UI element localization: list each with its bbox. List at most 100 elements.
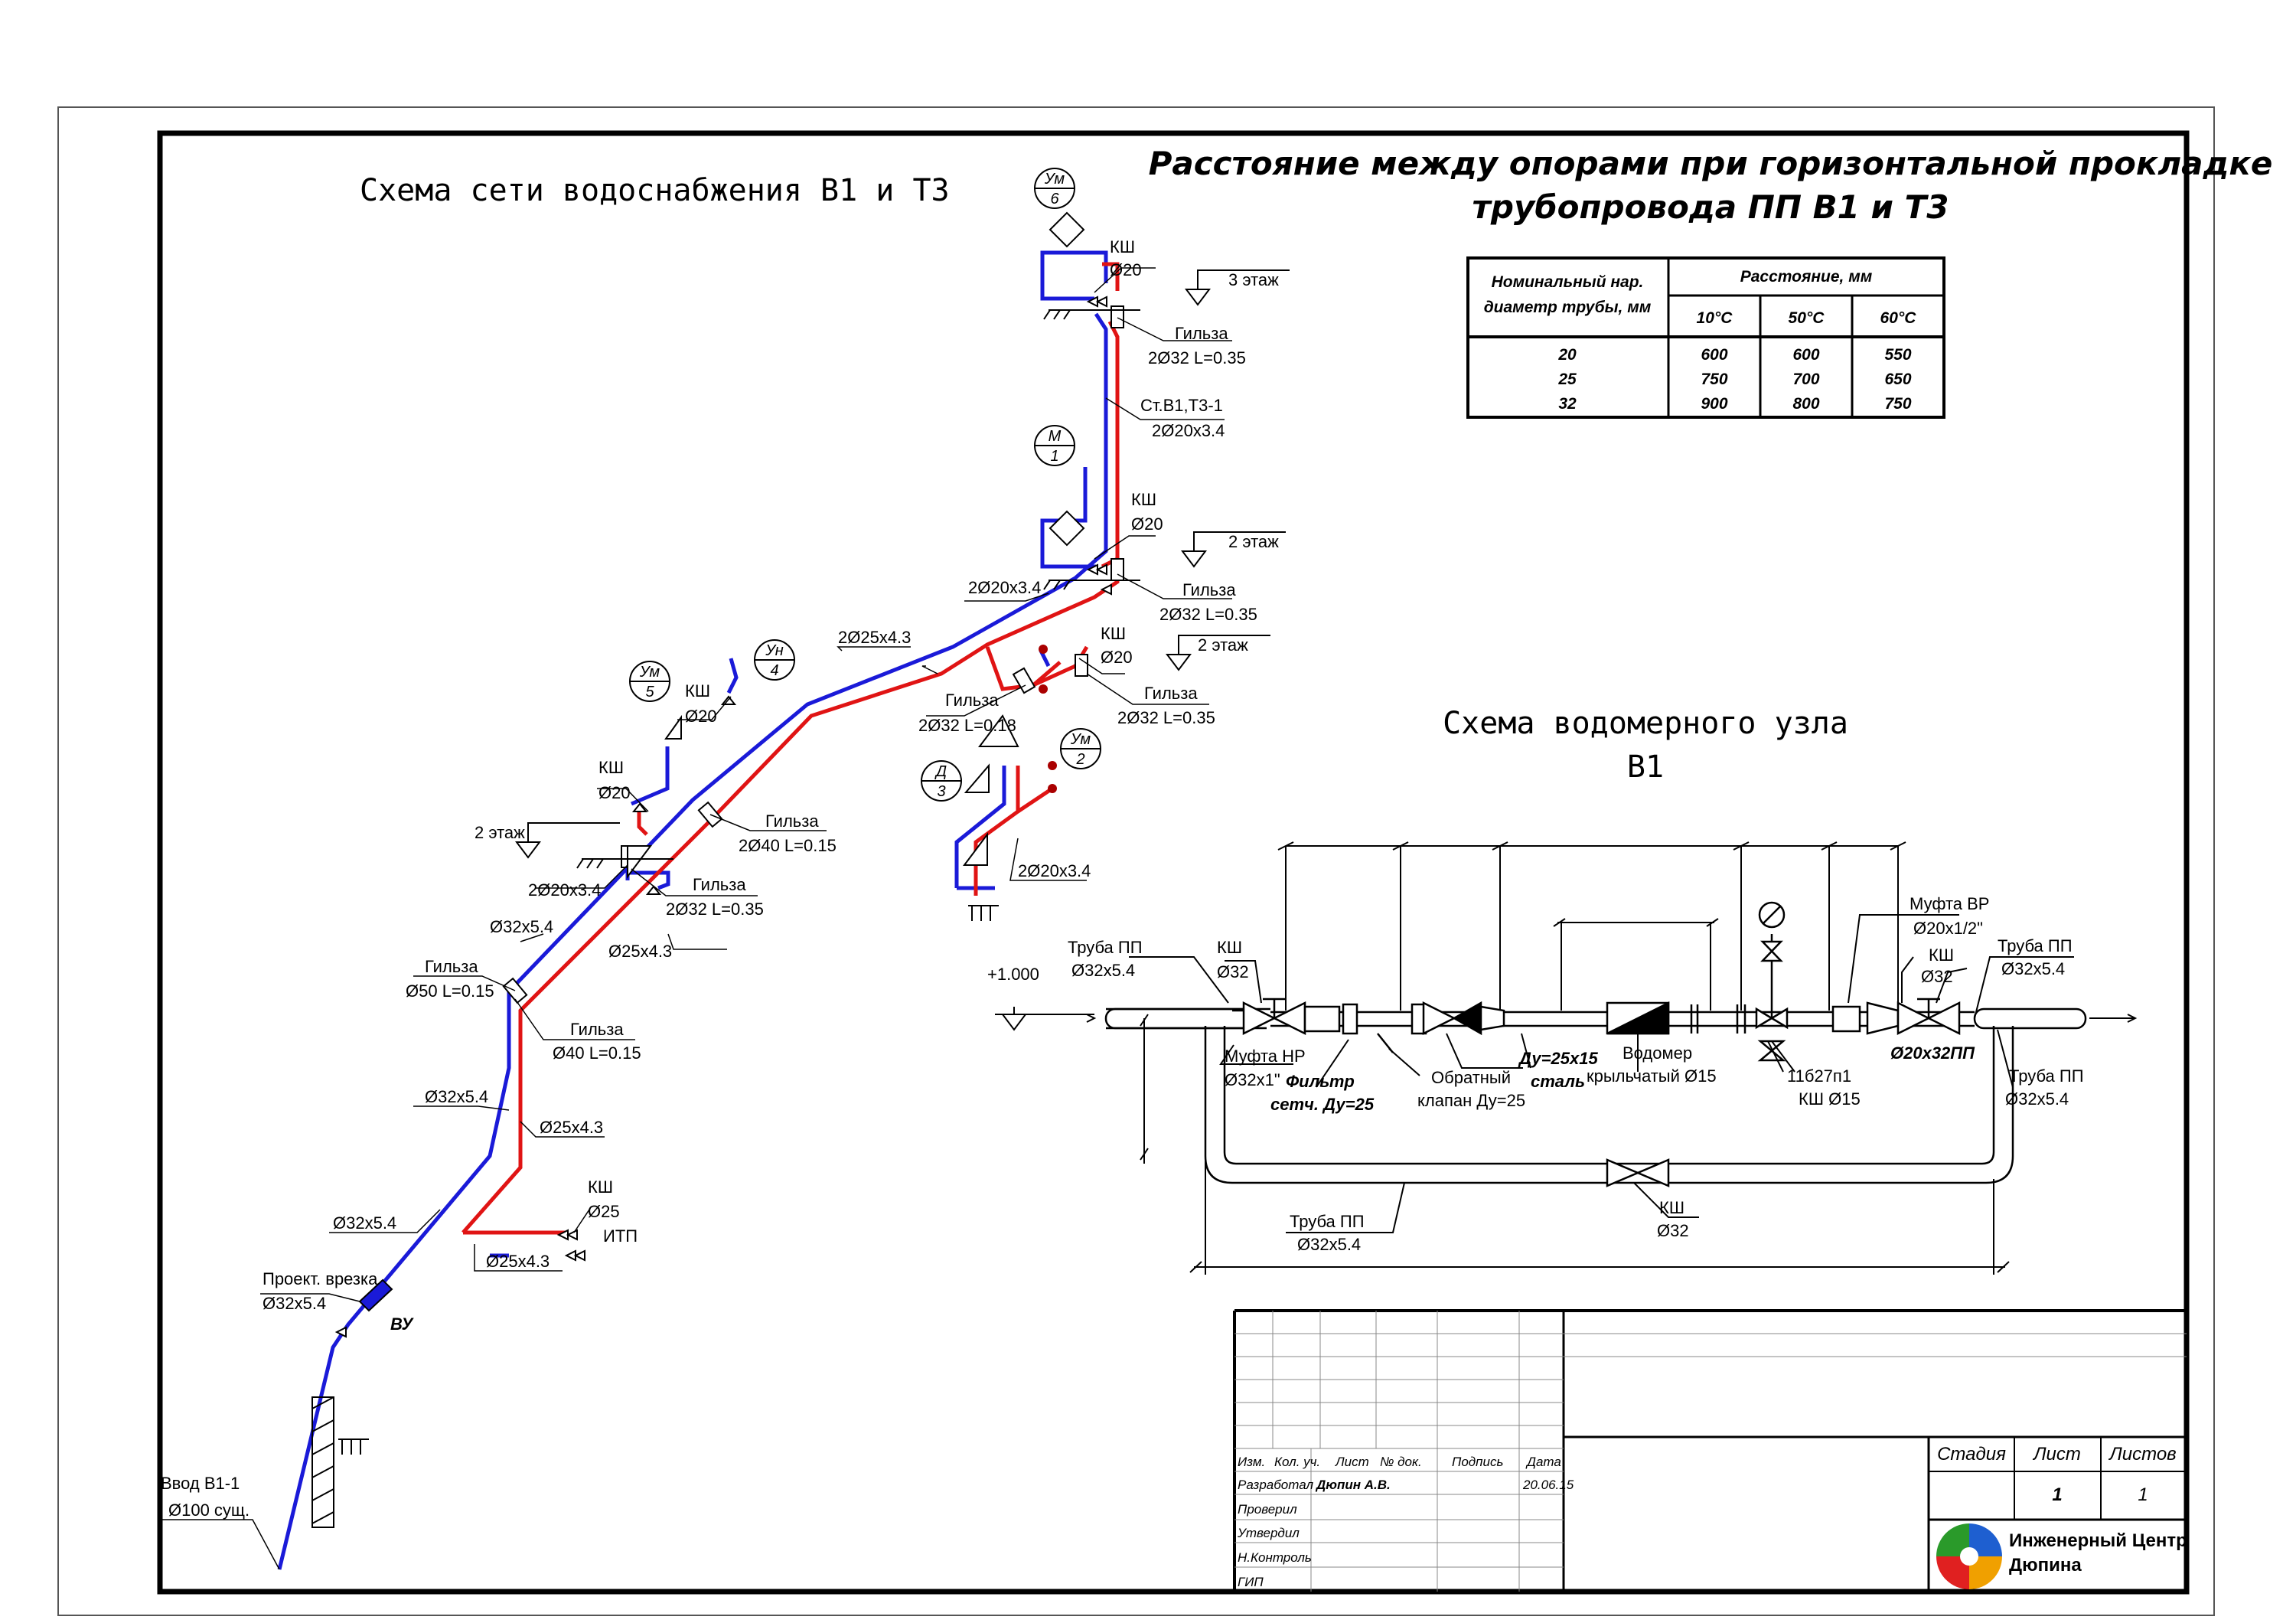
meter-coupling-nr: Муфта НР bbox=[1225, 1047, 1306, 1066]
meter-check-valve: Обратный bbox=[1431, 1068, 1511, 1087]
title-block-text: Изм. Кол. уч. Лист № док. Подпись Дата Р… bbox=[1237, 1444, 2187, 1589]
um5-top: Ум bbox=[639, 664, 660, 681]
tbl-head-t50: 50°С bbox=[1789, 309, 1825, 327]
m1-bot: 1 bbox=[1050, 448, 1058, 465]
tbl-r2-d: 25 bbox=[1557, 371, 1577, 388]
tb-col-list: Лист bbox=[1335, 1455, 1369, 1469]
sleeve-5: Гильза bbox=[765, 812, 819, 831]
tbl-r2-v1: 750 bbox=[1701, 371, 1727, 388]
tb-company-1: Инженерный Центр bbox=[2009, 1530, 2187, 1551]
tb-row-gip: ГИП bbox=[1238, 1575, 1264, 1589]
sleeve-6-size: 2Ø32 L=0.35 bbox=[666, 900, 764, 919]
tbl-head-diameter-1: Номинальный нар. bbox=[1492, 273, 1644, 291]
meter-coupling-vr-size: Ø20x1/2" bbox=[1913, 919, 1983, 938]
m1-top: М bbox=[1049, 428, 1062, 445]
tb-company-2: Дюпина bbox=[2009, 1555, 2082, 1576]
outer-frame bbox=[57, 106, 2215, 1616]
p2x20-b: 2Ø20x3.4 bbox=[1018, 861, 1091, 880]
floor2-c: 2 этаж bbox=[475, 823, 525, 842]
design-tap-size: Ø32x5.4 bbox=[263, 1294, 326, 1313]
tbl-r2-v2: 700 bbox=[1792, 371, 1819, 388]
tbl-r3-v1: 900 bbox=[1701, 395, 1727, 413]
tb-col-doc: № док. bbox=[1380, 1455, 1422, 1469]
meter-pipe-in: Труба ПП bbox=[1068, 938, 1143, 957]
tb-sheets: Листов bbox=[2108, 1444, 2176, 1465]
p25-a: Ø25x4.3 bbox=[608, 942, 672, 961]
tbl-r1-v2: 600 bbox=[1792, 346, 1819, 364]
d20-m1: Ø20 bbox=[1131, 514, 1163, 534]
meter-meter-d: крыльчатый Ø15 bbox=[1587, 1066, 1717, 1086]
p25-b: Ø25x4.3 bbox=[540, 1118, 603, 1137]
p32-b: Ø32x5.4 bbox=[425, 1087, 488, 1106]
fixture-symbols bbox=[627, 211, 1085, 879]
meter-pipe-right: Труба ПП bbox=[2009, 1066, 2084, 1086]
floor3: 3 этаж bbox=[1228, 270, 1279, 289]
d3-bot: 3 bbox=[937, 783, 945, 800]
meter-filter: Фильтр bbox=[1286, 1072, 1355, 1091]
itp: ИТП bbox=[603, 1226, 638, 1246]
meter-meter: Водомер bbox=[1623, 1043, 1692, 1063]
meter-steel: Ду=25x15 bbox=[1518, 1049, 1598, 1068]
sleeve-8: Гильза bbox=[570, 1020, 624, 1039]
un4-bot: 4 bbox=[770, 662, 778, 679]
meter-pipe-bottom-size: Ø32x5.4 bbox=[1297, 1235, 1361, 1254]
level-marks bbox=[311, 269, 1290, 1528]
ksh-m1: КШ bbox=[1131, 490, 1156, 509]
meter-pipe-in-size: Ø32x5.4 bbox=[1071, 961, 1135, 980]
tb-stage: Стадия bbox=[1937, 1444, 2006, 1465]
meter-pipe-bottom: Труба ПП bbox=[1290, 1212, 1365, 1231]
tbl-r3-d: 32 bbox=[1558, 395, 1577, 413]
um6-top: Ум bbox=[1044, 171, 1065, 188]
sleeve-4-size: 2Ø32 L=0.18 bbox=[918, 716, 1016, 735]
meter-ksh-out: КШ bbox=[1929, 945, 1954, 965]
riser: Ст.В1,Т3-1 bbox=[1140, 396, 1223, 415]
sleeve-2: Гильза bbox=[1182, 580, 1236, 599]
inner-frame bbox=[157, 130, 2190, 1595]
floor2-a: 2 этаж bbox=[1228, 532, 1279, 551]
meter-pipe-out-size: Ø32x5.4 bbox=[2001, 959, 2065, 978]
tb-col-izm: Изм. bbox=[1238, 1455, 1265, 1469]
sleeve-7-size: Ø50 L=0.15 bbox=[406, 981, 494, 1001]
tbl-r1-d: 20 bbox=[1557, 346, 1577, 364]
floor2-b: 2 этаж bbox=[1198, 635, 1248, 655]
fixture-markers bbox=[629, 168, 1101, 802]
um2-top: Ум bbox=[1070, 731, 1091, 748]
meter-devices bbox=[1242, 901, 1961, 1187]
meter-ksh-bottom: КШ bbox=[1659, 1198, 1684, 1217]
meter-reducer: Ø20x32ПП bbox=[1890, 1043, 1975, 1063]
tbl-head-diameter-2: диаметр трубы, мм bbox=[1484, 299, 1652, 316]
tb-row-dev: Разработал bbox=[1238, 1478, 1313, 1492]
sleeve-3: Гильза bbox=[1144, 684, 1198, 703]
sleeve-5-size: 2Ø40 L=0.15 bbox=[739, 836, 837, 855]
meter-title-1: Схема водомерного узла bbox=[1443, 706, 1848, 741]
tbl-head-distance: Расстояние, мм bbox=[1740, 268, 1873, 286]
d20-um2: Ø20 bbox=[1101, 648, 1133, 667]
tbl-r1-v3: 550 bbox=[1884, 346, 1911, 364]
title-block bbox=[1233, 1309, 2187, 1592]
tb-developer: Дюпин А.В. bbox=[1315, 1478, 1391, 1492]
sleeve-3-size: 2Ø32 L=0.35 bbox=[1117, 708, 1215, 727]
p25-c: Ø25x4.3 bbox=[486, 1252, 550, 1271]
tbl-r3-v2: 800 bbox=[1792, 395, 1819, 413]
leader-lines bbox=[161, 267, 1232, 1570]
vu: ВУ bbox=[390, 1314, 415, 1334]
design-tap: Проект. врезка bbox=[263, 1269, 378, 1288]
um5-bot: 5 bbox=[645, 684, 654, 700]
sleeve-1: Гильза bbox=[1175, 324, 1228, 343]
ksh-um6: КШ bbox=[1110, 237, 1135, 256]
tbl-head-t10: 10°С bbox=[1697, 309, 1733, 327]
sleeve-6: Гильза bbox=[693, 875, 746, 894]
sleeve-4: Гильза bbox=[945, 691, 999, 710]
sleeve-7: Гильза bbox=[425, 957, 478, 976]
p32-a: Ø32x5.4 bbox=[490, 917, 553, 936]
inlet-size: Ø100 сущ. bbox=[168, 1501, 249, 1520]
meter-ksh-in: КШ bbox=[1217, 938, 1242, 957]
meter-ksh15: КШ Ø15 bbox=[1799, 1089, 1861, 1109]
tb-row-check: Проверил bbox=[1238, 1502, 1297, 1517]
p2x20-a: 2Ø20x3.4 bbox=[968, 578, 1041, 597]
tb-sheet: Лист bbox=[2032, 1444, 2081, 1465]
d20-um5: Ø20 bbox=[685, 707, 717, 726]
water-meter-assembly bbox=[358, 645, 1057, 1312]
company-logo bbox=[1936, 1523, 2002, 1589]
